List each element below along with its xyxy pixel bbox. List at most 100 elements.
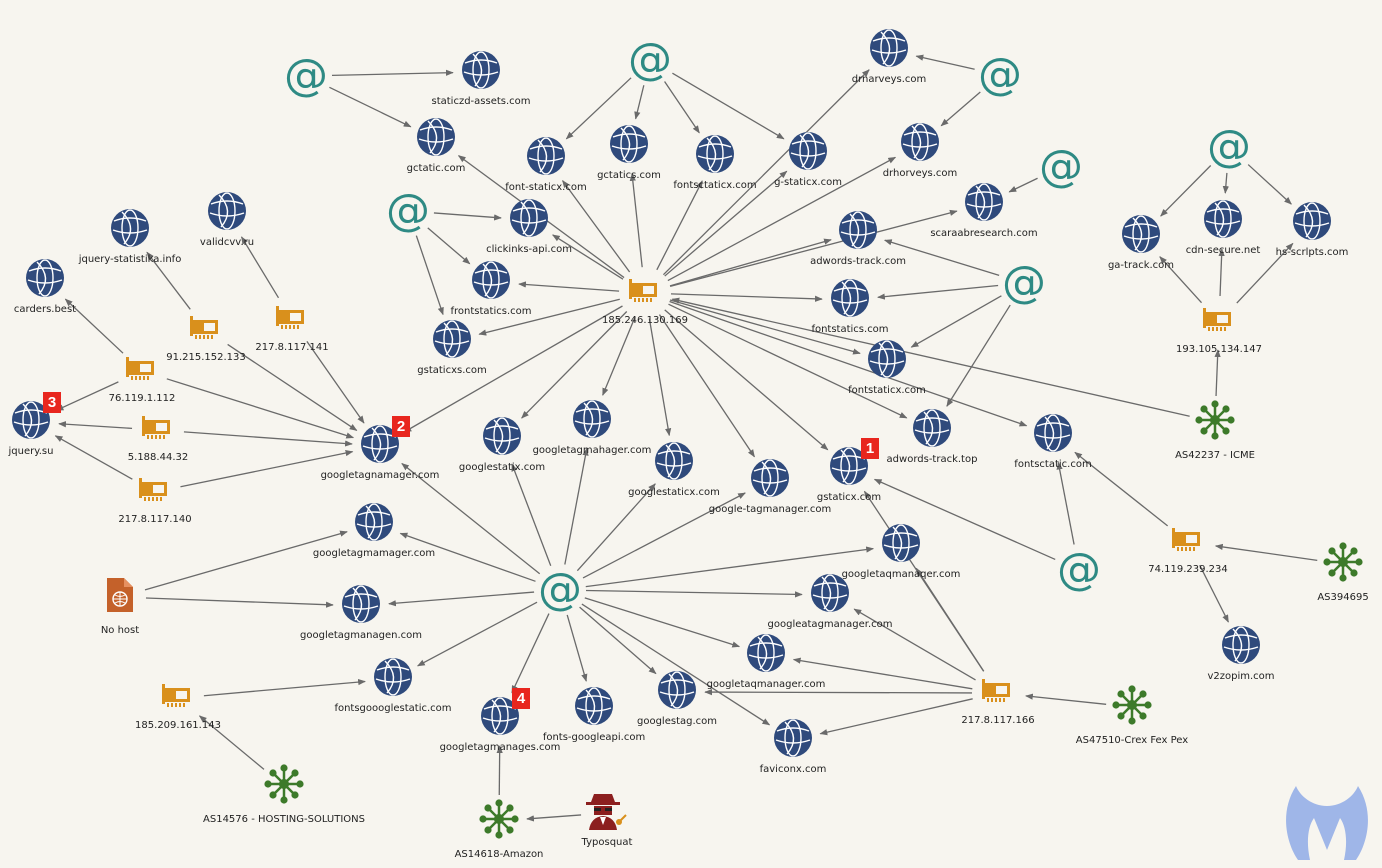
domain-node[interactable] (526, 136, 566, 180)
domain-node[interactable] (480, 696, 520, 740)
file-node[interactable] (105, 576, 135, 618)
domain-node[interactable] (881, 523, 921, 567)
globe-icon (11, 401, 51, 444)
domain-node[interactable] (471, 260, 511, 304)
edge (915, 54, 975, 70)
edge (54, 435, 133, 480)
domain-node[interactable] (869, 28, 909, 72)
asn-node[interactable] (264, 764, 304, 808)
domain-label: jquery.su (8, 446, 54, 457)
email-icon[interactable]: @ (978, 49, 1022, 100)
ip-label: 217.8.117.166 (961, 715, 1035, 726)
globe-icon (881, 524, 921, 567)
globe-icon (574, 687, 614, 730)
domain-node[interactable] (609, 124, 649, 168)
edge (670, 293, 823, 302)
domain-node[interactable] (572, 399, 612, 443)
edge (863, 490, 985, 672)
email-icon[interactable]: @ (1002, 257, 1046, 308)
ip-node[interactable] (628, 277, 662, 309)
domain-node[interactable] (341, 584, 381, 628)
domain-label: googletagmamager.com (312, 548, 436, 559)
domain-node[interactable] (654, 441, 694, 485)
ip-node[interactable] (1202, 306, 1236, 338)
domain-node[interactable] (1292, 201, 1332, 245)
asn-node[interactable] (1112, 685, 1152, 729)
edge (1236, 242, 1294, 304)
email-icon[interactable]: @ (386, 185, 430, 236)
domain-node[interactable] (11, 400, 51, 444)
ip-node[interactable] (1171, 526, 1205, 558)
domain-node[interactable] (867, 339, 907, 383)
edge (662, 69, 870, 276)
domain-node[interactable] (207, 191, 247, 235)
domain-node[interactable] (509, 198, 549, 242)
domain-node[interactable] (1203, 199, 1243, 243)
edge (562, 179, 631, 273)
domain-node[interactable] (482, 416, 522, 460)
domain-node[interactable] (416, 117, 456, 161)
domain-node[interactable] (1121, 214, 1161, 258)
domain-node[interactable] (773, 718, 813, 762)
domain-node[interactable] (912, 408, 952, 452)
edge (203, 678, 366, 697)
domain-node[interactable] (1033, 413, 1073, 457)
globe-icon (207, 192, 247, 235)
email-icon[interactable]: @ (284, 50, 328, 101)
domain-node[interactable] (695, 134, 735, 178)
email-icon[interactable]: @ (628, 34, 672, 85)
domain-node[interactable] (746, 633, 786, 677)
ip-node[interactable] (189, 314, 223, 346)
ip-node[interactable] (981, 677, 1015, 709)
edge (427, 227, 471, 265)
ip-label: 5.188.44.32 (127, 452, 189, 463)
edge (331, 69, 454, 77)
edge (306, 340, 365, 424)
asn-node[interactable] (1195, 400, 1235, 444)
edge (564, 447, 589, 565)
email-icon[interactable]: @ (1039, 141, 1083, 192)
domain-node[interactable] (25, 258, 65, 302)
typosquat-node[interactable] (583, 790, 631, 836)
domain-label: v2zopim.com (1207, 671, 1275, 682)
domain-node[interactable] (432, 319, 472, 363)
edge (581, 603, 771, 726)
edge (180, 449, 354, 488)
asn-label: AS394695 (1317, 592, 1369, 603)
edge (669, 299, 861, 355)
asn-node[interactable] (479, 799, 519, 843)
domain-node[interactable] (574, 686, 614, 730)
ip-node[interactable] (138, 476, 172, 508)
ip-node[interactable] (161, 682, 195, 714)
domain-node[interactable] (810, 573, 850, 617)
email-icon[interactable]: @ (538, 564, 582, 615)
edge (64, 298, 124, 354)
edge (146, 251, 191, 310)
domain-node[interactable] (900, 122, 940, 166)
asn-node[interactable] (1323, 542, 1363, 586)
number-badge: 2 (392, 416, 410, 437)
domain-node[interactable] (110, 208, 150, 252)
domain-label: fontsctatic.com (1014, 459, 1092, 470)
number-badge: 4 (512, 688, 530, 709)
globe-icon (1221, 626, 1261, 669)
domain-node[interactable] (657, 670, 697, 714)
edge (227, 343, 358, 432)
domain-node[interactable] (373, 657, 413, 701)
domain-node[interactable] (1221, 625, 1261, 669)
domain-node[interactable] (838, 210, 878, 254)
ip-node[interactable] (141, 414, 175, 446)
domain-node[interactable] (964, 182, 1004, 226)
domain-node[interactable] (461, 50, 501, 94)
ip-node[interactable] (125, 355, 159, 387)
email-icon[interactable]: @ (1207, 121, 1251, 172)
edge (55, 381, 119, 411)
domain-node[interactable] (830, 278, 870, 322)
globe-icon (900, 123, 940, 166)
domain-node[interactable] (750, 458, 790, 502)
network-card-icon (189, 316, 223, 346)
domain-node[interactable] (354, 502, 394, 546)
email-icon[interactable]: @ (1057, 544, 1101, 595)
ip-node[interactable] (275, 304, 309, 336)
domain-node[interactable] (788, 131, 828, 175)
